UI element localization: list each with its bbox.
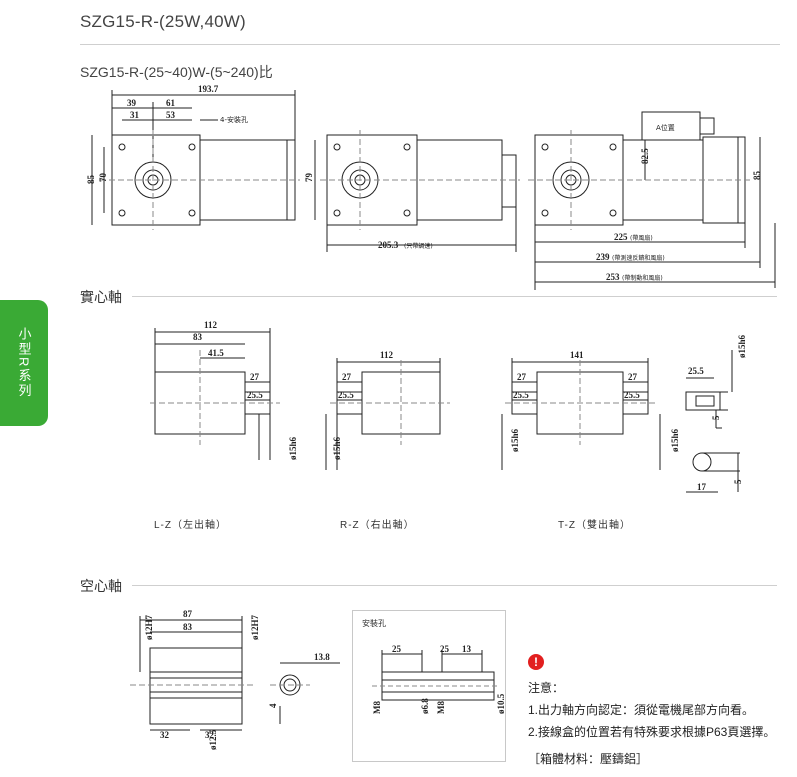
mounting-hole-drawing: 25 25 13 M8 ø6.8 M8 ø10.5 [372, 644, 504, 714]
lz-dim-25-5: 25.5 [247, 390, 263, 400]
hollow-dia-12-5: ø12.5 [208, 729, 218, 750]
rz-dim-112: 112 [380, 350, 394, 360]
dim-253: 253 [606, 272, 620, 282]
caption-tz: T-Z（雙出軸） [558, 520, 631, 531]
box-m8-right: M8 [436, 701, 446, 714]
dim-205-note: (只帶調速) [404, 242, 433, 250]
dim-239: 239 [596, 252, 610, 262]
dim-85-right: 85 [752, 171, 762, 181]
box-dia-10-5: ø10.5 [496, 693, 504, 714]
section-hollow-divider [132, 585, 777, 586]
dim-225-note: (帶風扇) [630, 234, 653, 242]
tz-dim-27-right: 27 [628, 372, 638, 382]
hollow-dim-4: 4 [268, 703, 278, 708]
page-title: SZG15-R-(25W,40W) [80, 12, 246, 31]
notes-material: ［箱體材料：壓鑄鋁］ [528, 752, 649, 766]
notes-line-1: 1.出力軸方向認定：須從電機尾部方向看。 [528, 703, 755, 717]
alert-icon: ! [528, 654, 544, 670]
lz-dim-83: 83 [193, 332, 203, 342]
shaft-dim-17: 17 [697, 482, 707, 492]
dim-31: 31 [130, 110, 140, 120]
top-view-drawings: 193.7 39 61 31 53 4-安裝孔 85 70 79 205.3 (… [86, 84, 776, 290]
rz-dim-27: 27 [342, 372, 352, 382]
dim-239-note: (帶測速反饋和風扇) [612, 254, 665, 262]
shaft-dim-5b: 5 [733, 479, 743, 484]
box-m8-left: M8 [372, 701, 382, 714]
dim-53: 53 [166, 110, 176, 120]
mount-holes-label: 4-安裝孔 [220, 115, 248, 124]
dim-85-left: 85 [86, 175, 96, 185]
hollow-dia-12h7-right: ø12H7 [250, 614, 260, 640]
dim-61: 61 [166, 98, 176, 108]
a-position-label: A位置 [656, 123, 675, 132]
rz-dia-15h6: ø15h6 [332, 436, 342, 460]
side-tab-label: 小型R系列 [16, 327, 32, 399]
rz-dim-25-5: 25.5 [338, 390, 354, 400]
dim-39: 39 [127, 98, 137, 108]
side-tab-small-r-series[interactable]: 小型R系列 [0, 300, 48, 426]
box-dia-6-8: ø6.8 [420, 698, 430, 714]
tz-dia-15h6-left: ø15h6 [510, 428, 520, 452]
lz-dia-15h6: ø15h6 [288, 436, 298, 460]
hollow-dim-32-left: 32 [160, 730, 170, 740]
lz-dim-112: 112 [204, 320, 218, 330]
dim-225: 225 [614, 232, 628, 242]
dim-79: 79 [304, 173, 314, 183]
notes-line-2: 2.接線盒的位置若有特殊要求根據P63頁選擇。 [528, 725, 776, 739]
dim-70: 70 [98, 173, 108, 183]
notes-title: 注意： [528, 681, 565, 695]
tz-dia-15h6-right: ø15h6 [670, 428, 680, 452]
tz-dim-25-5-right: 25.5 [624, 390, 640, 400]
lz-dim-41-5: 41.5 [208, 348, 224, 358]
dim-193-7: 193.7 [198, 84, 219, 94]
tz-dim-141: 141 [570, 350, 584, 360]
dim-82-5: 82.5 [640, 148, 650, 164]
section-solid-shaft-title: 實心軸 [80, 289, 122, 305]
tz-dim-25-5-left: 25.5 [513, 390, 529, 400]
hollow-dim-32-right: 32 [205, 730, 215, 740]
caption-rz: R-Z（右出軸） [340, 520, 415, 531]
shaft-dim-5: 5 [711, 415, 721, 420]
hollow-dim-13-8: 13.8 [314, 652, 330, 662]
dim-253-note: (帶制動和風扇) [622, 274, 663, 282]
hollow-dia-12h7-left: ø12H7 [144, 614, 154, 640]
lz-dim-27: 27 [250, 372, 260, 382]
shaft-dim-25-5: 25.5 [688, 366, 704, 376]
mounting-hole-label: 安裝孔 [362, 619, 386, 628]
solid-shaft-drawings: 112 83 41.5 27 25.5 ø15h6 112 27 25.5 ø1… [150, 320, 747, 493]
box-dim-25-left: 25 [392, 644, 402, 654]
box-dim-25-right: 25 [440, 644, 450, 654]
title-divider [80, 44, 780, 45]
tz-dim-27-left: 27 [517, 372, 527, 382]
shaft-dia-15h6: ø15h6 [737, 334, 747, 358]
hollow-shaft-drawing: 87 83 ø12H7 ø12H7 32 32 ø12.5 13.8 4 [130, 609, 340, 750]
caption-lz: L-Z（左出軸） [154, 520, 227, 531]
dim-205-3: 205.3 [378, 240, 399, 250]
hollow-dim-83: 83 [183, 622, 193, 632]
box-dim-13: 13 [462, 644, 472, 654]
model-code: SZG15-R-(25~40)W-(5~240)比 [80, 64, 273, 80]
section-hollow-shaft-title: 空心軸 [80, 578, 122, 594]
mounting-hole-panel [352, 610, 506, 762]
section-solid-divider [132, 296, 777, 297]
hollow-dim-87: 87 [183, 609, 193, 619]
